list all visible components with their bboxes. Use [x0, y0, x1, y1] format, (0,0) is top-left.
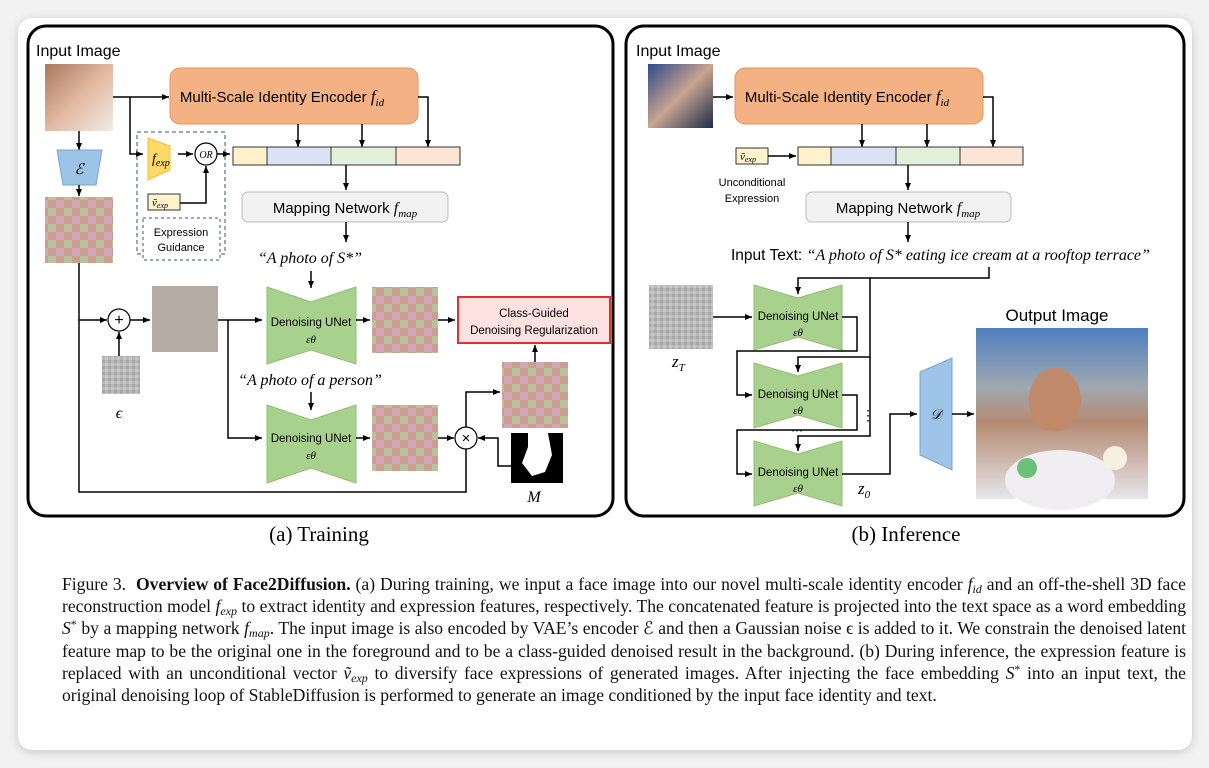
caption-math-sup: * — [70, 617, 77, 632]
expression-guidance-label-line1: Expression — [154, 227, 208, 239]
training-input-image-label: Input Image — [36, 43, 121, 60]
inference-concatenated-feature-bar — [797, 146, 1024, 166]
regularization-label-line2: Denoising Regularization — [470, 325, 598, 337]
fexp-symbol: fexp — [152, 152, 170, 169]
times-icon: × — [462, 430, 471, 447]
training-panel-frame — [26, 24, 615, 518]
inference-panel-caption: (b) Inference — [852, 522, 961, 546]
class-guided-regularization-box — [457, 296, 611, 344]
caption-title: Overview of Face2Diffusion. — [135, 574, 351, 594]
concatenated-feature-bar — [232, 146, 461, 166]
unet-label: Denoising UNet — [271, 317, 352, 329]
figure-number: Figure 3. — [62, 574, 127, 594]
noisy-latent-image — [152, 286, 218, 352]
figure-caption: Figure 3. Overview of Face2Diffusion. (a… — [62, 573, 1186, 706]
unet-label: Denoising UNet — [758, 467, 839, 479]
output-image-label: Output Image — [1005, 306, 1108, 325]
caption-math-sub: exp — [351, 670, 368, 685]
unet-symbol: εθ — [793, 327, 803, 339]
caption-text: . The input image is also encoded by VAE… — [62, 618, 1186, 683]
caption-math-sub: map — [249, 626, 270, 641]
expression-guidance-label-box — [142, 217, 221, 261]
latent-face-image — [45, 197, 113, 263]
expression-guidance-label-line2: Guidance — [157, 242, 204, 254]
zt-symbol: zT — [671, 352, 686, 374]
zt-noise-image — [649, 285, 713, 349]
identity-encoder-label: Multi-Scale Identity Encoder fid — [180, 87, 385, 109]
caption-text: to diversify face expressions of generat… — [367, 662, 1006, 683]
inference-input-image-label: Input Image — [636, 43, 721, 60]
unet-label: Denoising UNet — [758, 311, 839, 323]
caption-text: (a) During training, we input a face ima… — [350, 574, 968, 594]
unet-label: Denoising UNet — [271, 433, 352, 445]
caption-math-sub: id — [972, 582, 982, 596]
inference-unet-1: Denoising UNet εθ — [753, 284, 843, 351]
unet-symbol: εθ — [793, 483, 803, 495]
fexp-module-icon — [147, 137, 171, 181]
caption-text: and an off-the-shell 3D face reconstruct… — [62, 574, 1186, 617]
training-input-face-image — [45, 64, 113, 131]
inference-identity-encoder-box — [734, 67, 984, 125]
caption-math: ṽ — [343, 662, 352, 683]
class-denoised-image — [372, 405, 438, 471]
identity-denoised-image — [372, 287, 438, 353]
composited-latent-image — [502, 362, 568, 428]
unconditional-label-line1: Unconditional — [719, 177, 786, 189]
training-panel-caption: (a) Training — [269, 522, 369, 546]
caption-math: f — [215, 596, 221, 617]
inference-identity-encoder-label: Multi-Scale Identity Encoder fid — [745, 87, 950, 109]
caption-math: f — [244, 618, 250, 639]
caption-math: f — [967, 574, 973, 594]
denoising-unet-class — [266, 404, 357, 484]
unet-symbol: εθ — [306, 450, 316, 462]
caption-text: to extract identity and expression featu… — [237, 596, 1186, 617]
decoder-symbol: 𝒟 — [930, 408, 944, 423]
identity-prompt-text: “A photo of S*” — [258, 250, 362, 267]
input-text-line: Input Text: “A photo of S* eating ice cr… — [731, 247, 1150, 264]
inference-unet-3: Denoising UNet εθ — [753, 440, 843, 507]
horizontal-ellipsis: ··· — [791, 423, 803, 437]
noise-symbol: ϵ — [116, 405, 123, 422]
regularization-label-line1: Class-Guided — [499, 308, 569, 320]
vae-encoder-icon — [56, 149, 103, 186]
caption-math: S — [62, 618, 71, 639]
inference-panel-frame — [624, 24, 1186, 518]
identity-encoder-box — [169, 67, 419, 125]
plus-icon: + — [114, 312, 123, 329]
mapping-network-box — [241, 191, 449, 223]
caption-math-sup: * — [1014, 661, 1021, 676]
z0-symbol: z0 — [857, 479, 871, 501]
inference-mapping-network-label: Mapping Network fmap — [836, 200, 981, 220]
denoising-unet-identity — [266, 286, 357, 365]
noise-image — [102, 356, 140, 394]
unet-symbol: εθ — [793, 405, 803, 417]
unconditional-label-line2: Expression — [725, 193, 779, 205]
unet-label: Denoising UNet — [758, 389, 839, 401]
inference-vexp-symbol: ṽexp — [740, 151, 756, 164]
vexp-symbol: ṽexp — [152, 197, 168, 210]
vae-decoder-icon — [919, 357, 953, 471]
inference-unet-2: Denoising UNet εθ — [753, 362, 843, 429]
vexp-vector-box — [147, 193, 181, 211]
caption-math: S — [1005, 662, 1015, 683]
caption-text: by a mapping network — [76, 618, 245, 639]
or-label: OR — [199, 150, 212, 161]
caption-text: into an input text, the original denoisi… — [62, 662, 1186, 706]
vertical-ellipsis: ⋮ — [861, 407, 875, 423]
caption-math-sub: exp — [220, 604, 238, 619]
inference-input-face-image — [648, 64, 713, 128]
class-prompt-text: “A photo of a person” — [238, 372, 382, 389]
mask-symbol: M — [526, 489, 542, 506]
unet-symbol: εθ — [306, 334, 316, 346]
mapping-network-label: Mapping Network fmap — [273, 200, 418, 220]
vae-encoder-symbol: ℰ — [74, 162, 85, 178]
